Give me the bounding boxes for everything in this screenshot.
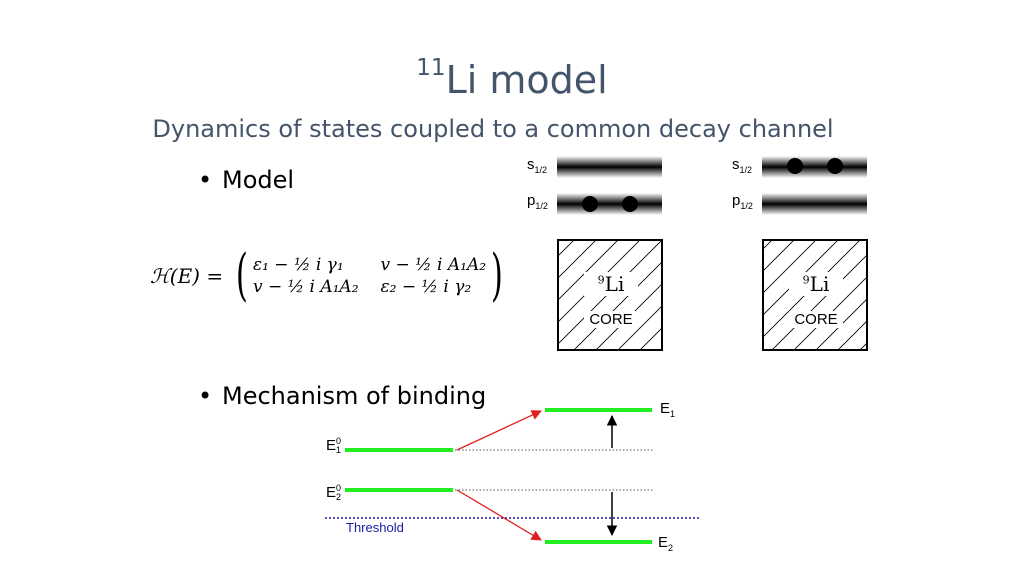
neutron-dot — [582, 196, 598, 212]
neutron-dot — [827, 158, 843, 174]
orbital-label-s-1: s1/2 — [527, 156, 548, 175]
title-mass-number: 11 — [416, 55, 446, 82]
neutron-dot — [622, 196, 638, 212]
matrix-element-22: ε₂ − ½ i γ₂ — [380, 277, 472, 297]
matrix-element-12: v − ½ i A₁A₂ — [380, 255, 487, 275]
orbital-label-p-2: p1/2 — [732, 192, 753, 211]
bullet-model-text: Model — [222, 166, 295, 194]
shift-arrow-up — [456, 410, 542, 451]
threshold-label: Threshold — [346, 520, 404, 535]
matrix-element-11: ε₁ − ½ i γ₁ — [252, 255, 344, 275]
core-isotope-1: 9Li — [584, 272, 638, 296]
left-paren: ( — [236, 243, 249, 308]
bullet-dot: • — [198, 166, 213, 194]
matrix-element-21: v − ½ i A₁A₂ — [252, 277, 359, 297]
title-text: Li model — [445, 58, 608, 102]
bullet-binding-text: Mechanism of binding — [222, 382, 487, 410]
shift-arrow-down — [456, 489, 542, 541]
right-paren: ) — [490, 243, 504, 308]
p-orbital-band-2 — [762, 193, 867, 215]
core-label-2: CORE — [789, 311, 843, 328]
bullet-dot: • — [198, 382, 213, 410]
orbital-label-s-2: s1/2 — [732, 156, 753, 175]
neutron-dot — [787, 158, 803, 174]
core-isotope-2: 9Li — [789, 272, 843, 296]
slide-title: 11Li model — [0, 55, 1024, 102]
formula-lhs: ℋ(E) = — [150, 264, 224, 288]
hamiltonian-matrix: ε₁ − ½ i γ₁ v − ½ i A₁A₂ v − ½ i A₁A₂ ε₂… — [253, 255, 486, 297]
s-orbital-band-1 — [557, 156, 662, 178]
bullet-binding: • Mechanism of binding — [198, 382, 486, 410]
s-orbital-band-2 — [762, 156, 867, 178]
label-e2: E2 — [658, 534, 674, 553]
p-orbital-band-1 — [557, 193, 662, 215]
slide-subtitle: Dynamics of states coupled to a common d… — [152, 115, 834, 143]
label-e1: E1 — [660, 400, 676, 419]
hamiltonian-formula: ℋ(E) = ( ε₁ − ½ i γ₁ v − ½ i A₁A₂ v − ½ … — [150, 248, 508, 304]
core-label-1: CORE — [584, 311, 638, 328]
orbital-label-p-1: p1/2 — [527, 192, 548, 211]
bullet-model: • Model — [198, 166, 294, 194]
